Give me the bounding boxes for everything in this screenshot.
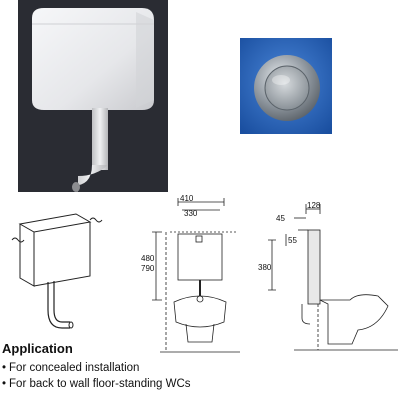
dim-front-width-outer: 410: [180, 194, 194, 203]
dim-side-offset: 45: [276, 214, 285, 223]
application-heading: Application: [2, 341, 73, 356]
dim-side-small: 55: [288, 236, 297, 245]
dim-side-height: 380: [258, 263, 272, 272]
isometric-drawing: [11, 213, 103, 329]
application-item: For concealed installation: [2, 360, 191, 376]
cistern-photo: [18, 0, 168, 192]
dim-front-height-1: 480: [141, 254, 155, 263]
dim-front-width-inner: 330: [184, 209, 198, 218]
front-view-drawing: 410 330 480 790: [141, 194, 240, 353]
dim-front-height-2: 790: [141, 264, 155, 273]
application-item: For back to wall floor-standing WCs: [2, 376, 191, 392]
flush-button-photo: [240, 38, 332, 134]
side-view-drawing: 128 45 55 380: [258, 201, 398, 351]
dim-side-depth: 128: [307, 201, 321, 210]
application-list: For concealed installation For back to w…: [2, 360, 191, 392]
